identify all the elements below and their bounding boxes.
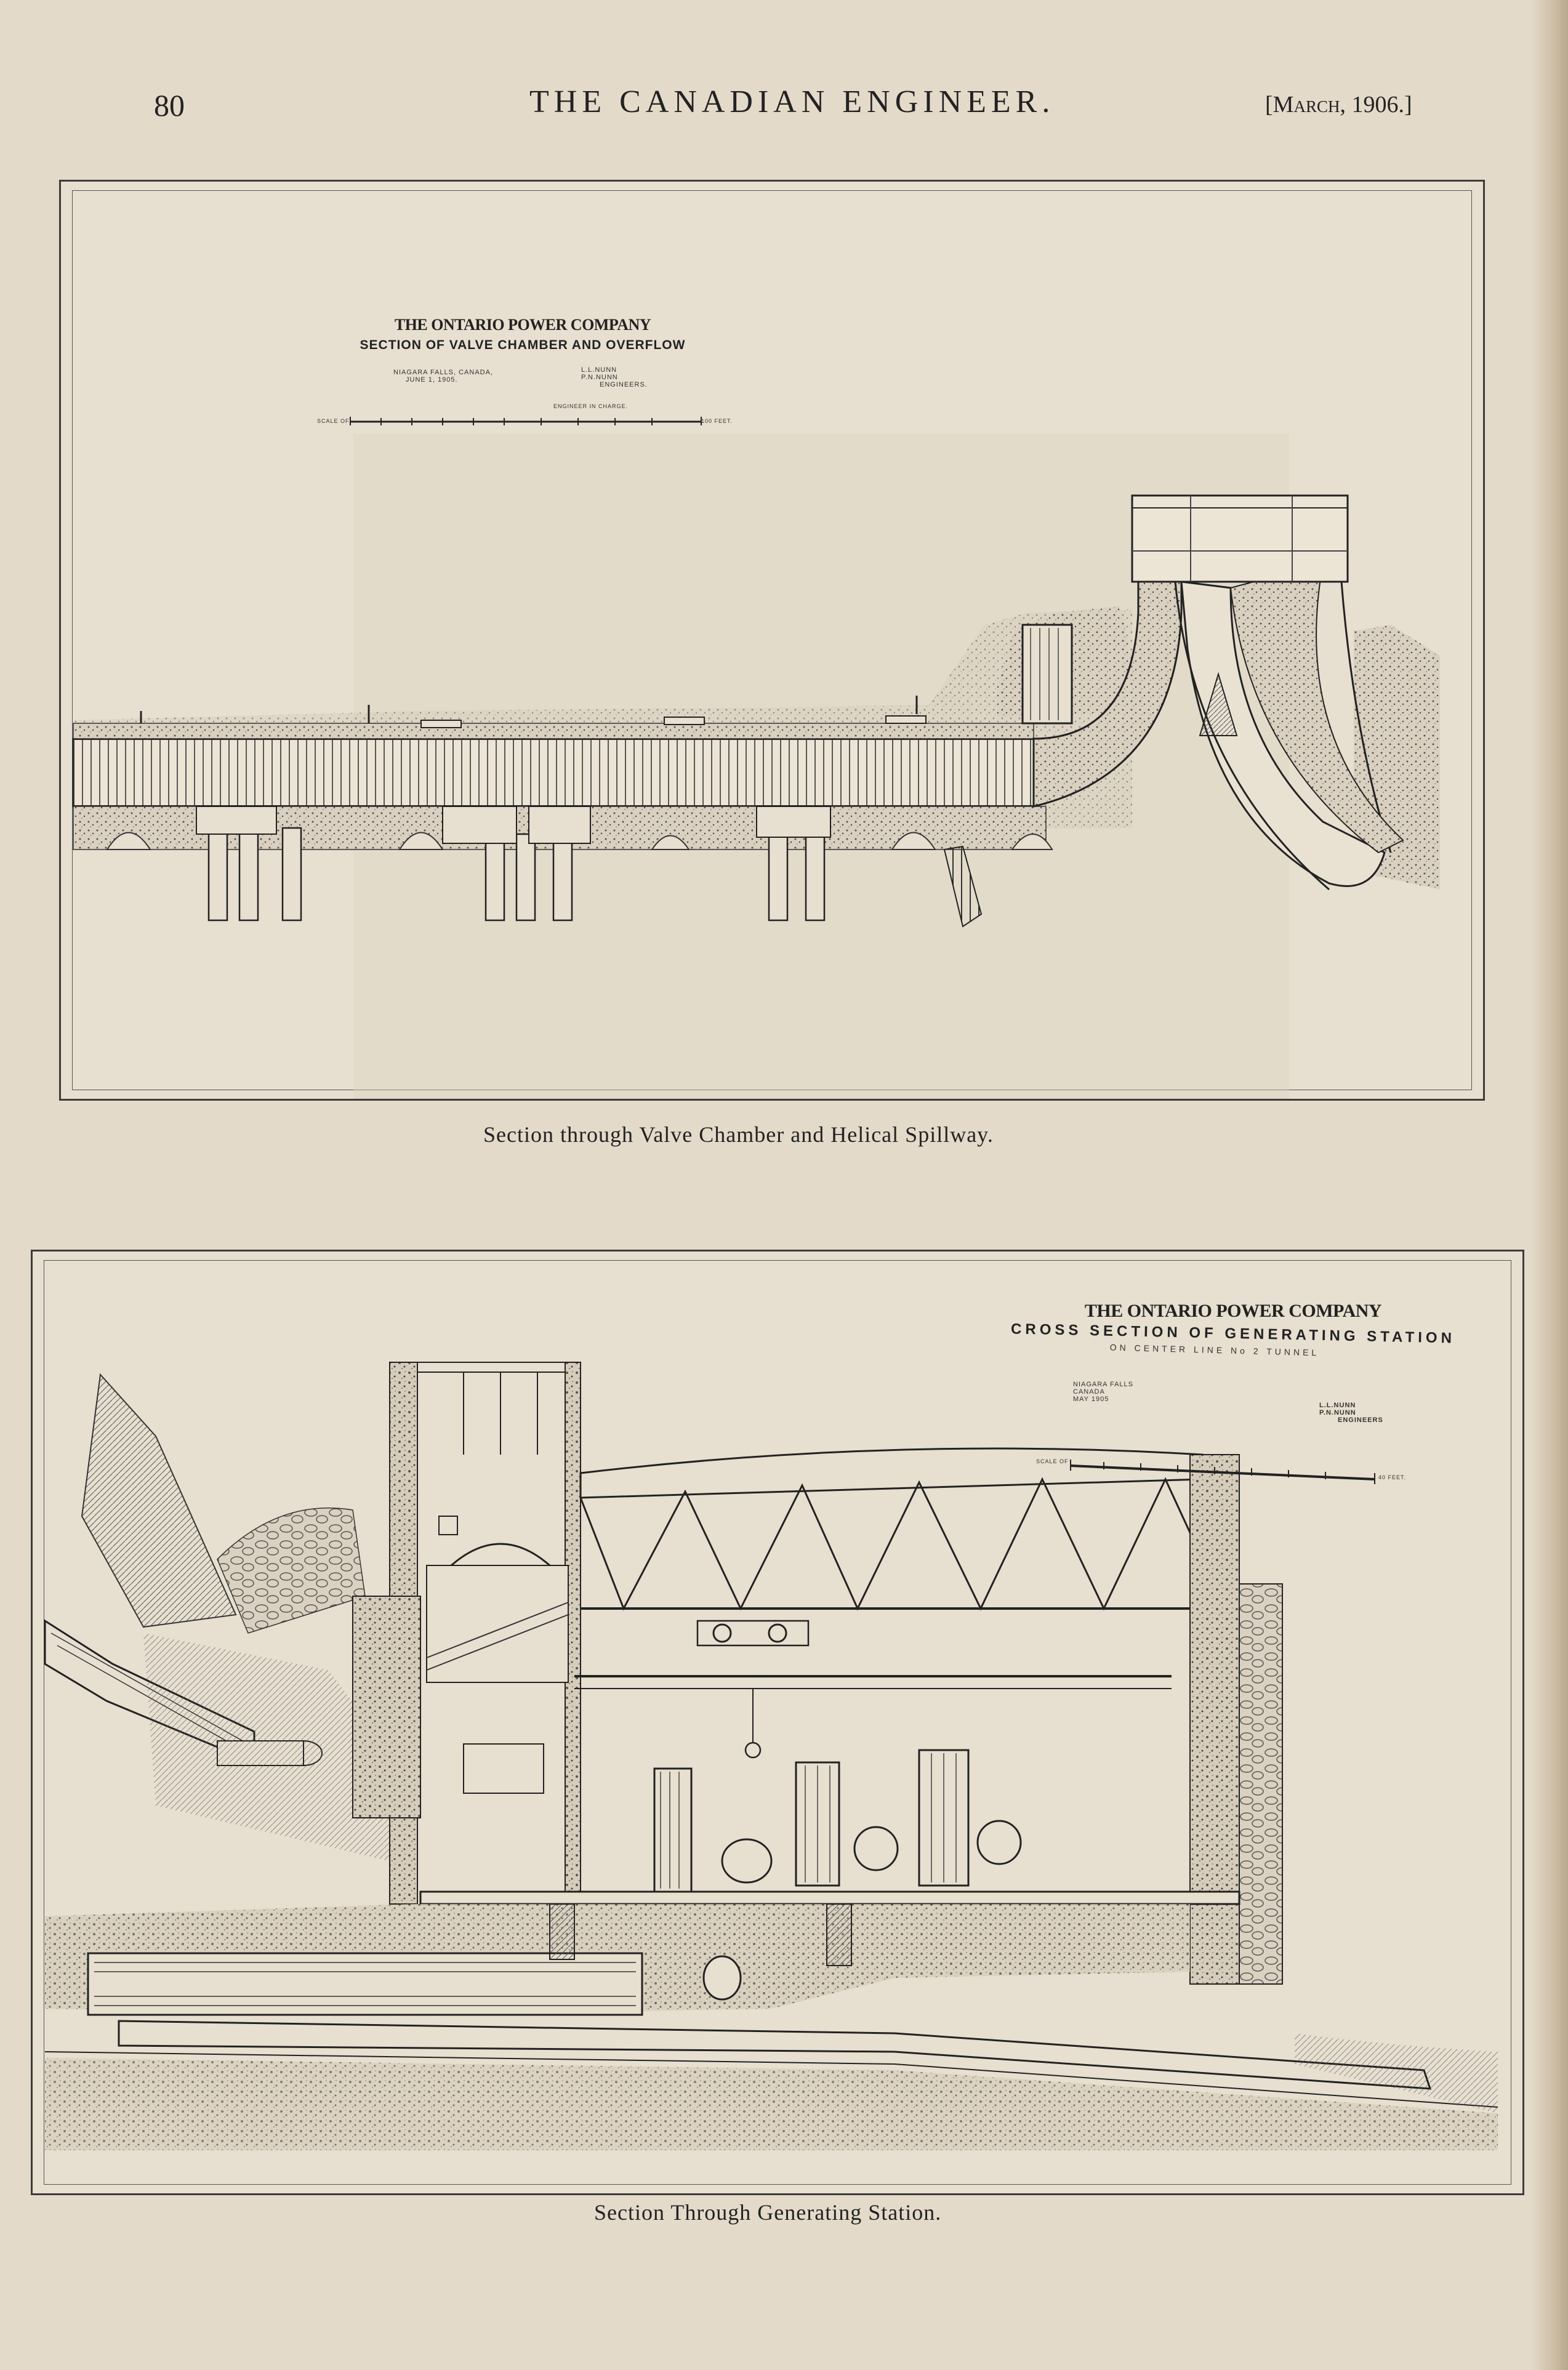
page-header: 80 THE CANADIAN ENGINEER. [March, 1906.] <box>0 80 1568 129</box>
figure1-location-block: NIAGARA FALLS, CANADA, JUNE 1, 1905. <box>393 369 517 384</box>
figure-frame <box>72 190 1472 1090</box>
figure1-subtitle: SECTION OF VALVE CHAMBER AND OVERFLOW <box>360 338 686 352</box>
figure-valve-chamber: THE ONTARIO POWER COMPANY SECTION OF VAL… <box>59 180 1485 1101</box>
figure-frame <box>44 1260 1511 2185</box>
valve-chamber-drawing <box>72 417 1440 1099</box>
figure2-scale-unit: 40 FEET. <box>1378 1474 1407 1480</box>
figure1-engineers-block: L.L.NUNN P.N.NUNN ENGINEERS. <box>581 366 704 388</box>
figure2-country: CANADA <box>1073 1388 1105 1396</box>
figure2-caption: Section Through Generating Station. <box>594 2200 942 2225</box>
figure2-engineers-label: ENGINEERS <box>1338 1416 1383 1424</box>
figure2-location: NIAGARA FALLS <box>1073 1381 1133 1388</box>
figure2-company: THE ONTARIO POWER COMPANY <box>1084 1301 1382 1321</box>
figure1-caption: Section through Valve Chamber and Helica… <box>483 1122 994 1147</box>
figure2-date: MAY 1905 <box>1073 1396 1109 1403</box>
figure-generating-station: THE ONTARIO POWER COMPANY CROSS SECTION … <box>31 1250 1524 2195</box>
figure1-company: THE ONTARIO POWER COMPANY <box>394 316 651 334</box>
journal-title: THE CANADIAN ENGINEER. <box>529 84 1055 119</box>
figure1-signature-label: ENGINEER IN CHARGE. <box>553 403 629 409</box>
figure2-scale-label: SCALE OF <box>1036 1458 1069 1464</box>
figure1-title-block: THE ONTARIO POWER COMPANY SECTION OF VAL… <box>350 316 695 353</box>
figure1-engineers-label: ENGINEERS. <box>600 381 648 388</box>
figure1-date: JUNE 1, 1905. <box>406 376 458 384</box>
figure1-scale-unit: 100 FEET. <box>701 418 733 424</box>
page-number: 80 <box>154 88 185 123</box>
figure2-location-block: NIAGARA FALLS CANADA MAY 1905 <box>1073 1381 1172 1403</box>
page-edge <box>1531 0 1568 2370</box>
figure2-title-block: THE ONTARIO POWER COMPANY CROSS SECTION … <box>1011 1301 1455 1357</box>
figure1-location: NIAGARA FALLS, CANADA, <box>393 369 493 376</box>
figure1-engineers-names: L.L.NUNN P.N.NUNN <box>581 366 618 381</box>
issue-date: [March, 1906.] <box>1265 92 1412 118</box>
figure1-scale-label: SCALE OF <box>317 418 350 424</box>
figure2-engineers-block: L.L.NUNN P.N.NUNN ENGINEERS <box>1319 1402 1430 1424</box>
figure2-engineers-names: L.L.NUNN P.N.NUNN <box>1319 1402 1356 1416</box>
generating-station-drawing <box>44 1362 1498 2150</box>
